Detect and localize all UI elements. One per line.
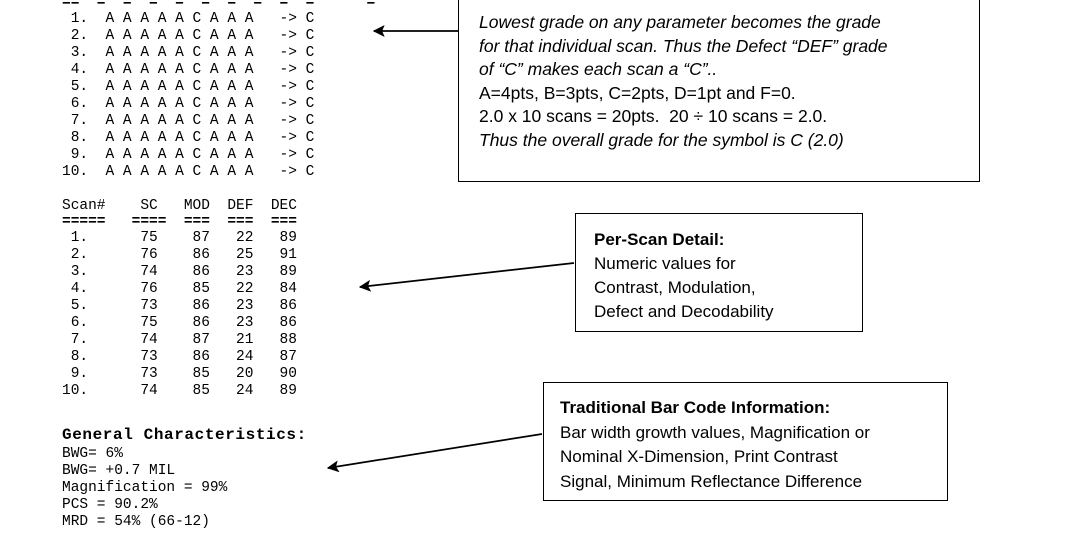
per-scan-table-separator: ===== ==== === === === <box>62 214 297 230</box>
grade-matrix-row: 6. A A A A A C A A A -> C <box>62 96 315 112</box>
callout-line: Signal, Minimum Reflectance Difference <box>560 471 863 491</box>
callout-per-scan-detail: Per-Scan Detail: Numeric values for Cont… <box>575 213 863 332</box>
callout-line: 2.0 x 10 scans = 20pts. 20 ÷ 10 scans = … <box>479 106 828 126</box>
per-scan-table-header: Scan# SC MOD DEF DEC <box>62 198 297 214</box>
callout-line: Bar width growth values, Magnification o… <box>560 422 870 442</box>
callout-line: Contrast, Modulation, <box>594 278 756 297</box>
grade-matrix-row: 10. A A A A A C A A A -> C <box>62 164 315 180</box>
callout-line: Thus the overall grade for the symbol is… <box>479 129 844 150</box>
barcode-verifier-report: == = = = = = = = = = = 1. A A A A A C A … <box>0 0 430 560</box>
table-row: 4. 76 85 22 84 <box>62 281 297 297</box>
callout-line: Defect and Decodability <box>594 302 774 321</box>
callout-line: of “C” makes each scan a “C”.. <box>479 59 718 79</box>
grade-matrix-row: 7. A A A A A C A A A -> C <box>62 113 315 129</box>
callout-line: Nominal X-Dimension, Print Contrast <box>560 447 838 466</box>
general-characteristics-line: PCS = 90.2% <box>62 497 158 513</box>
general-characteristics-line: BWG= +0.7 MIL <box>62 463 176 479</box>
general-characteristics-line: Magnification = 99% <box>62 480 228 496</box>
table-row: 10. 74 85 24 89 <box>62 383 297 399</box>
per-scan-table: Scan# SC MOD DEF DEC ===== ==== === === … <box>62 198 297 400</box>
grade-matrix-row: 9. A A A A A C A A A -> C <box>62 147 315 163</box>
general-characteristics-line: BWG= 6% <box>62 446 123 462</box>
grade-matrix-row: 4. A A A A A C A A A -> C <box>62 62 315 78</box>
table-row: 1. 75 87 22 89 <box>62 230 297 246</box>
grade-matrix-row: 5. A A A A A C A A A -> C <box>62 79 315 95</box>
grade-matrix: == = = = = = = = = = = 1. A A A A A C A … <box>62 0 375 181</box>
callout-heading: Per-Scan Detail: <box>594 230 725 249</box>
callout-line: for that individual scan. Thus the Defec… <box>479 35 888 56</box>
grade-matrix-row: 8. A A A A A C A A A -> C <box>62 130 315 146</box>
callout-line: A=4pts, B=3pts, C=2pts, D=1pt and F=0. <box>479 82 796 103</box>
table-row: 7. 74 87 21 88 <box>62 332 297 348</box>
grade-matrix-row: 3. A A A A A C A A A -> C <box>62 45 315 61</box>
table-row: 9. 73 85 20 90 <box>62 366 297 382</box>
grade-matrix-separator: == = = = = = = = = = = <box>62 0 376 11</box>
table-row: 6. 75 86 23 86 <box>62 315 297 331</box>
table-row: 2. 76 86 25 91 <box>62 247 297 263</box>
callout-line: Numeric values for <box>594 254 736 273</box>
callout-grade-explanation: Lowest grade on any parameter becomes th… <box>458 0 980 182</box>
table-row: 5. 73 86 23 86 <box>62 298 297 314</box>
callout-heading: Traditional Bar Code Information: <box>560 398 831 417</box>
general-characteristics-line: MRD = 54% (66-12) <box>62 514 210 530</box>
callout-line: Lowest grade on any parameter becomes th… <box>479 12 881 32</box>
grade-matrix-row: 1. A A A A A C A A A -> C <box>62 11 315 27</box>
general-characteristics-title: General Characteristics: <box>62 426 307 444</box>
table-row: 3. 74 86 23 89 <box>62 264 297 280</box>
grade-matrix-row: 2. A A A A A C A A A -> C <box>62 28 315 44</box>
table-row: 8. 73 86 24 87 <box>62 349 297 365</box>
callout-traditional-bar-code-information: Traditional Bar Code Information: Bar wi… <box>543 382 948 501</box>
general-characteristics: General Characteristics: BWG= 6% BWG= +0… <box>62 425 307 531</box>
